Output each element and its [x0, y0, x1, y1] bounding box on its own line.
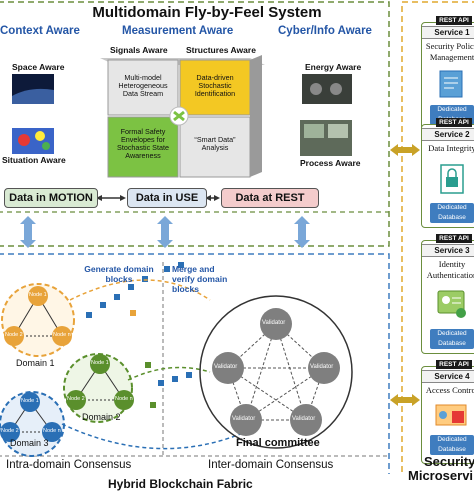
intra-domain-label: Intra-domain Consensus [6, 459, 132, 471]
validator-4: Validator [232, 416, 256, 422]
validator-1: Validator [262, 320, 286, 326]
domain2-label: Domain 2 [82, 412, 121, 422]
signals-aware-label: Signals Aware [110, 45, 168, 55]
d2-node2: Node 2 [67, 396, 85, 402]
earth-curve [12, 88, 54, 104]
cube-bl-text: Formal Safety Envelopes for Stochastic S… [117, 127, 169, 160]
domain1-label: Domain 1 [16, 358, 55, 368]
d1-noden: Node n [53, 332, 71, 338]
final-committee-circle [199, 295, 353, 449]
dedicated-database: Dedicated Database [430, 329, 474, 349]
context-aware-label: Context Aware [0, 25, 80, 37]
service-card-3: REST API Service 3 Identity Authenticati… [421, 234, 474, 354]
rest-api-badge: REST API [436, 360, 472, 369]
energy-aware-label: Energy Aware [305, 62, 362, 72]
inter-domain-label: Inter-domain Consensus [208, 459, 334, 471]
cube-graphic [100, 55, 265, 178]
validator-5: Validator [292, 416, 316, 422]
policy-icon [439, 70, 463, 98]
domain3-label: Domain 3 [10, 438, 49, 448]
space-aware-label: Space Aware [12, 62, 65, 72]
service-title: Service 3 [422, 244, 474, 257]
validator-2: Validator [214, 364, 238, 370]
microservices-frame [401, 1, 474, 474]
d3-node2: Node 2 [1, 428, 19, 434]
service-card-4: REST API Service 4 Access Control Dedica… [421, 360, 474, 464]
merge-verify-label: Merge and verify domain blocks [172, 264, 228, 294]
rest-api-badge: REST API [436, 234, 472, 243]
d1-node2: Node 2 [5, 332, 23, 338]
generate-blocks-label: Generate domain blocks [84, 264, 154, 284]
fly-by-feel-frame [0, 1, 390, 247]
cube-tr-text: Data-driven Stochastic Identification [194, 73, 236, 98]
validator-3: Validator [310, 364, 334, 370]
d3-noden: Node n [43, 428, 61, 434]
process-aware-label: Process Aware [300, 158, 361, 168]
diagram-canvas [0, 1, 474, 474]
d2-noden: Node n [115, 396, 133, 402]
rest-api-badge: REST API [436, 118, 472, 127]
data-in-use-box: Data in USE [127, 188, 207, 208]
d3-node1: Node 1 [21, 398, 39, 404]
situation-aware-label: Situation Aware [2, 155, 66, 165]
service-title: Service 2 [422, 128, 474, 141]
security-label: Security [424, 454, 474, 469]
structures-aware-label: Structures Aware [186, 45, 256, 55]
cube-tl-text: Multi-model Heterogeneous Data Stream [118, 73, 168, 98]
system-title: Multidomain Fly-by-Feel System [92, 4, 322, 21]
domain-blocks [86, 262, 192, 386]
final-committee-label: Final committee [236, 437, 320, 449]
measurement-aware-label: Measurement Aware [122, 25, 234, 37]
lock-icon [440, 164, 464, 194]
dedicated-database: Dedicated Database [430, 203, 474, 223]
data-at-rest-box: Data at REST [221, 188, 319, 208]
dedicated-database: Dedicated Database [430, 435, 474, 455]
service-title: Service 4 [422, 370, 474, 383]
id-card-icon [437, 290, 466, 318]
d2-node1: Node 1 [91, 360, 109, 366]
service-desc: Data Integrity [428, 143, 474, 153]
blockchain-frame [0, 253, 390, 474]
service-title: Service 1 [422, 26, 474, 39]
fabric-label: Hybrid Blockchain Fabric [108, 477, 253, 491]
energy-image [302, 74, 352, 104]
access-control-icon [435, 404, 467, 426]
rest-api-badge: REST API [436, 16, 472, 25]
service-desc: Access Control [425, 385, 474, 395]
vertical-arrows [20, 216, 310, 248]
cyber-info-aware-label: Cyber/Info Aware [278, 25, 372, 37]
service-card-1: REST API Service 1 Security Policy Manag… [421, 16, 474, 130]
d1-node1: Node 1 [29, 292, 47, 298]
data-in-motion-box: Data in MOTION [4, 188, 98, 208]
cube-br-text: “Smart Data” Analysis [194, 135, 236, 152]
service-desc: Security Policy Management [425, 41, 474, 62]
microservices-label: Microservi [408, 468, 474, 483]
horizontal-arrows [390, 144, 420, 406]
service-desc: Identity Authentication [426, 259, 474, 280]
service-card-2: REST API Service 2 Data Integrity Dedica… [421, 118, 474, 228]
